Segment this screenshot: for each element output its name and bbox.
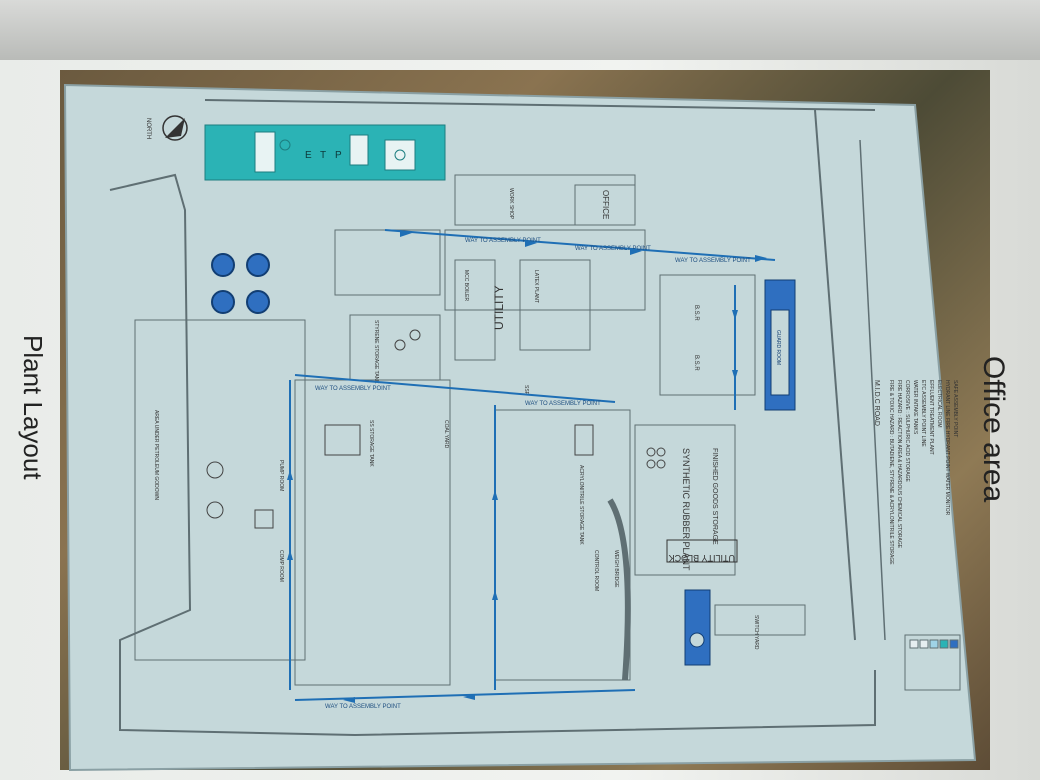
- control-room-label: CONTROL ROOM: [593, 550, 599, 591]
- assembly-label: WAY TO ASSEMBLY POINT: [525, 401, 601, 407]
- godown-area: [134, 319, 306, 661]
- acrylonitrile-tank: [574, 424, 594, 456]
- storage-tank-icon: [211, 290, 235, 314]
- ssp-label: SSP: [523, 385, 529, 396]
- tank-icon: [206, 461, 224, 479]
- bsr-building: [659, 274, 756, 396]
- side-heading: Office area: [977, 356, 1010, 503]
- book-page-top: [0, 0, 1040, 60]
- plant-boundary: [109, 173, 876, 737]
- petroleum-godown-label: AREA UNDER PETROLEUM GODOWN: [153, 410, 159, 500]
- switch-yard-area: [684, 589, 711, 666]
- latex-plant-building: [519, 259, 591, 351]
- etp-unit: [384, 139, 416, 171]
- north-arrow-pointer-icon: [165, 118, 185, 138]
- building-block: [444, 229, 646, 311]
- etp-tank-icon: [394, 149, 406, 161]
- north-arrow-icon: [162, 115, 188, 141]
- guard-room-label: GUARD ROOM: [775, 330, 781, 365]
- midc-road-label: M.I.D.C ROAD: [873, 380, 880, 426]
- map-svg: NORTH E T P OFFICE STYRENE STORAGE TANK …: [63, 83, 977, 772]
- etp-tank-icon: [279, 139, 291, 151]
- assembly-label: WAY TO ASSEMBLY POINT: [675, 258, 751, 264]
- legend-item: WATER INTAKE TANKS: [912, 380, 918, 435]
- switch-yard-label: SWITCH YARD: [753, 615, 759, 650]
- storage-tank-icon: [246, 253, 270, 277]
- transformer-icon: [689, 632, 705, 648]
- utility-block-label: UTILITY BLOCK: [669, 553, 735, 563]
- tank-icon: [206, 501, 224, 519]
- midc-road-edge: [859, 139, 886, 641]
- assembly-label: WAY TO ASSEMBLY POINT: [465, 238, 541, 244]
- legend-swatches: [909, 639, 959, 649]
- north-label: NORTH: [145, 118, 151, 139]
- synthetic-rubber-plant: [634, 424, 736, 576]
- pump-room: [254, 509, 274, 529]
- map-sheet: [63, 83, 977, 772]
- comp-room-label: COMP ROOM: [278, 550, 284, 582]
- office-label: OFFICE: [601, 190, 610, 219]
- storage-tank-icon: [211, 253, 235, 277]
- legend-box: [904, 634, 961, 691]
- legend-item: FIRE HAZARD : REACTION AREA & HAZARDOUS …: [896, 380, 902, 549]
- legend-item: ELECTRICAL ROOM: [936, 380, 942, 428]
- plant-layout-map: NORTH E T P OFFICE STYRENE STORAGE TANK …: [55, 80, 980, 775]
- assembly-label: WAY TO ASSEMBLY POINT: [325, 704, 401, 710]
- work-shop-label: WORK SHOP: [508, 188, 514, 220]
- etp-letter: T: [320, 150, 326, 161]
- reactor-icon: [656, 447, 666, 457]
- finished-goods-label: FINISHED GOODS STORAGE: [711, 448, 718, 545]
- latex-plant-label: LATEX PLANT: [533, 270, 539, 303]
- pump-room-label: PUMP ROOM: [278, 460, 284, 491]
- office-building: [574, 184, 636, 226]
- etp-unit: [349, 134, 369, 166]
- bsr-label: B.S.R: [693, 305, 699, 321]
- legend-item: FIRE & TOXIC HAZARD : BUTADIENE, STYRENE…: [888, 380, 894, 565]
- ss-storage-label: SS STORAGE TANK: [368, 420, 374, 467]
- synthetic-rubber-label: SYNTHETIC RUBBER PLANT: [681, 448, 691, 571]
- etp-unit: [254, 131, 276, 173]
- tank-icon: [394, 339, 406, 351]
- assembly-label: WAY TO ASSEMBLY POINT: [575, 246, 651, 252]
- assembly-label: WAY TO ASSEMBLY POINT: [315, 386, 391, 392]
- reactor-icon: [646, 459, 656, 469]
- tank-icon: [409, 329, 421, 341]
- legend-item: SAFE ASSEMBLY POINT: [952, 380, 958, 437]
- coal-yard-label: COAL YARD: [443, 420, 449, 449]
- storage-yard: [294, 379, 451, 686]
- ss-storage-tank: [324, 424, 361, 456]
- boundary-right: [814, 109, 856, 641]
- reactor-icon: [656, 459, 666, 469]
- utility-block: [666, 539, 738, 563]
- utility-building: [454, 259, 496, 361]
- boundary-top: [204, 99, 876, 111]
- styrene-storage-label: STYRENE STORAGE TANK: [373, 320, 379, 384]
- reactor-icon: [646, 447, 656, 457]
- arrow-icons: [287, 230, 767, 703]
- assembly-route: [289, 229, 776, 701]
- legend-item: ETC ASSEMBLY POINT LINE: [920, 380, 926, 447]
- acrylonitrile-label: ACRYLONITRILE STORAGE TANK: [578, 465, 584, 545]
- etp-letter: E: [305, 150, 312, 161]
- switch-yard: [714, 604, 806, 636]
- utility-label: UTILITY: [492, 285, 506, 330]
- guard-room: [770, 309, 790, 396]
- etp-letter: P: [335, 150, 342, 161]
- page-title: Plant Layout: [18, 335, 48, 480]
- legend-item: CORROSIVE : SULPHURIC ACID STORAGE: [904, 380, 910, 483]
- legend-item: HYDRANT LINE FIRE HYDRANT POINT WATER MO…: [944, 380, 950, 516]
- weigh-bridge-road: [607, 498, 631, 681]
- mcc-boiler-label: MCC BOILER: [463, 270, 469, 302]
- legend-item: EFFLUENT TREATMENT PLANT: [928, 380, 934, 455]
- storage-tank-icon: [246, 290, 270, 314]
- weigh-bridge-label: WEIGH BRIDGE: [613, 550, 619, 588]
- bsr-label: B.S.R: [693, 355, 699, 371]
